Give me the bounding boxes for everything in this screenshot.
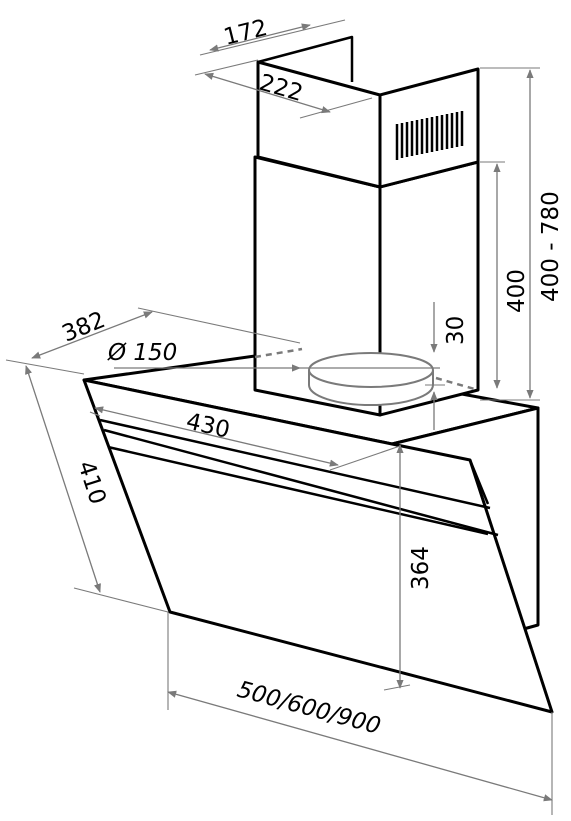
- label-diameter-150: Ø 150: [107, 340, 177, 366]
- duct-outlet: [254, 347, 479, 406]
- chimney-back-edge: [257, 35, 354, 82]
- hood-body: [82, 354, 554, 714]
- chimney-upper-right: [378, 67, 480, 189]
- label-382: 382: [59, 307, 109, 348]
- label-500-600-900: 500/600/900: [234, 677, 383, 740]
- vent-grille: [395, 111, 464, 160]
- label-172: 172: [221, 15, 270, 51]
- dimension-lines: [5, 19, 553, 815]
- panel-inner-edge: [468, 459, 490, 505]
- label-30: 30: [443, 316, 469, 345]
- label-400-780: 400 - 780: [538, 191, 564, 302]
- duct-rim: [308, 352, 434, 388]
- label-400: 400: [504, 269, 530, 313]
- label-364: 364: [408, 546, 434, 590]
- label-410: 410: [72, 458, 110, 508]
